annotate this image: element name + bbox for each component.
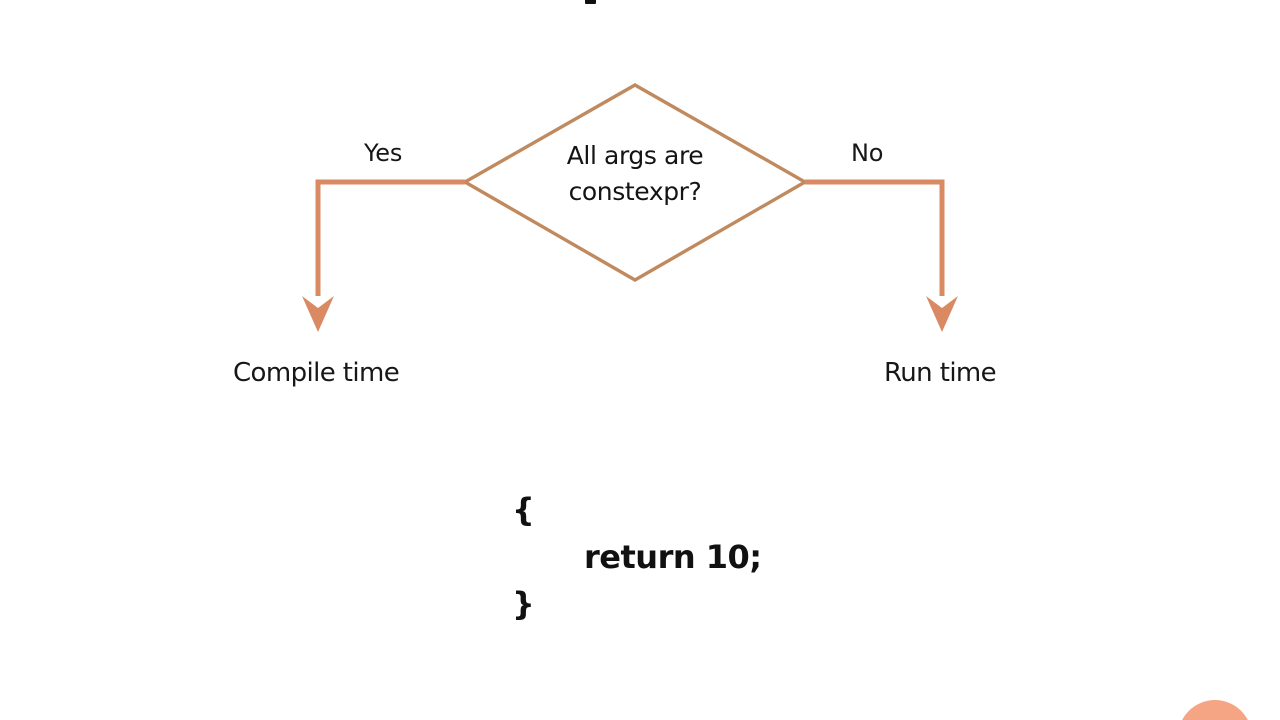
decision-label-line-1: All args are	[566, 141, 704, 170]
code-line-open-brace: {	[512, 491, 535, 529]
yes-connector-line	[315, 179, 465, 296]
clipped-title-fragment	[585, 0, 596, 4]
no-connector-line	[805, 179, 945, 296]
corner-decoration-circle	[1178, 700, 1252, 720]
no-arrowhead-icon	[926, 296, 958, 332]
code-line-close-brace: }	[512, 585, 535, 624]
decision-label-line-2: constexpr?	[568, 177, 702, 206]
branch-label-yes: Yes	[364, 139, 403, 167]
decision-diamond-label: All args are constexpr?	[495, 138, 775, 210]
code-snippet: { return 10; }	[512, 487, 762, 628]
outcome-label-compile-time: Compile time	[233, 358, 400, 388]
code-line-return-statement: return 10;	[584, 538, 762, 577]
branch-label-no: No	[851, 139, 884, 167]
decision-diamond	[461, 83, 809, 282]
outcome-label-run-time: Run time	[884, 358, 997, 388]
yes-arrowhead-icon	[302, 296, 334, 332]
